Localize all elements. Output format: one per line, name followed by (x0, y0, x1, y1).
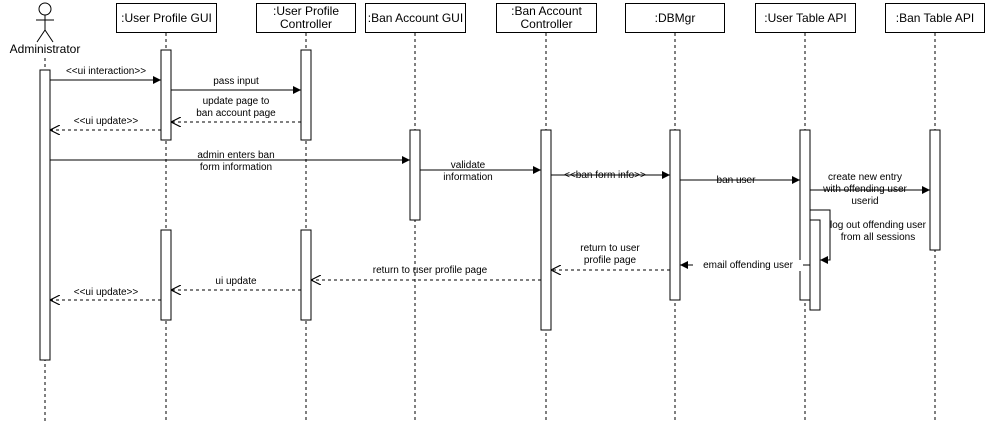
msg-return-user-profile-label: return to user profile page (372, 265, 488, 276)
actor-name: Administrator (9, 42, 81, 56)
activation-user-table-api-self (809, 219, 821, 311)
msg-pass-input-label: pass input (213, 76, 259, 87)
participant-user-profile-controller: :User Profile Controller (256, 3, 356, 33)
participant-dbmgr: :DBMgr (625, 3, 725, 33)
participant-ban-account-controller: :Ban Account Controller (496, 3, 597, 33)
participant-user-table-api: :User Table API (755, 3, 856, 33)
participant-ban-account-gui: :Ban Account GUI (365, 3, 466, 33)
actor-head (38, 2, 52, 16)
activation-user-profile-controller-1 (300, 49, 312, 141)
msg-update-page-label: update page to ban account page (196, 96, 276, 119)
activation-ban-account-controller (540, 129, 552, 331)
msg-create-entry-label: create new entry with offending user use… (823, 172, 907, 207)
msg-validate-label: validate information (443, 160, 493, 183)
self-message-loop (810, 209, 831, 264)
activation-ban-account-gui (409, 129, 421, 221)
msg-ui-interaction-label: <<ui interaction>> (65, 66, 147, 77)
activation-administrator (39, 69, 51, 361)
msg-ui-update-label-1: <<ui update>> (73, 116, 139, 127)
msg-ban-form-info-label: <<ban form info>> (564, 170, 646, 181)
msg-ui-update-label-2: ui update (215, 276, 257, 287)
msg-ban-user-label: ban user (716, 175, 756, 186)
participant-user-profile-gui: :User Profile GUI (116, 3, 217, 33)
activation-dbmgr (669, 129, 681, 301)
msg-return-profile-dbmgr-label: return to user profile page (580, 243, 640, 266)
actor-left-leg (36, 29, 46, 43)
activation-user-profile-gui-1 (160, 49, 172, 141)
msg-logout-label: log out offending user from all sessions (829, 220, 926, 243)
actor-right-leg (44, 29, 54, 43)
actor-figure (36, 2, 54, 43)
activation-user-profile-controller-2 (300, 229, 312, 321)
participant-ban-table-api: :Ban Table API (885, 3, 985, 33)
msg-ui-update-label-3: <<ui update>> (73, 287, 139, 298)
activation-bars (39, 49, 941, 361)
msg-admin-enters-label: admin enters ban form information (197, 150, 275, 173)
msg-email-offending-label: email offending user (693, 260, 803, 271)
activation-user-profile-gui-2 (160, 229, 172, 321)
return-messages (50, 122, 670, 300)
activation-user-table-api (799, 129, 811, 301)
